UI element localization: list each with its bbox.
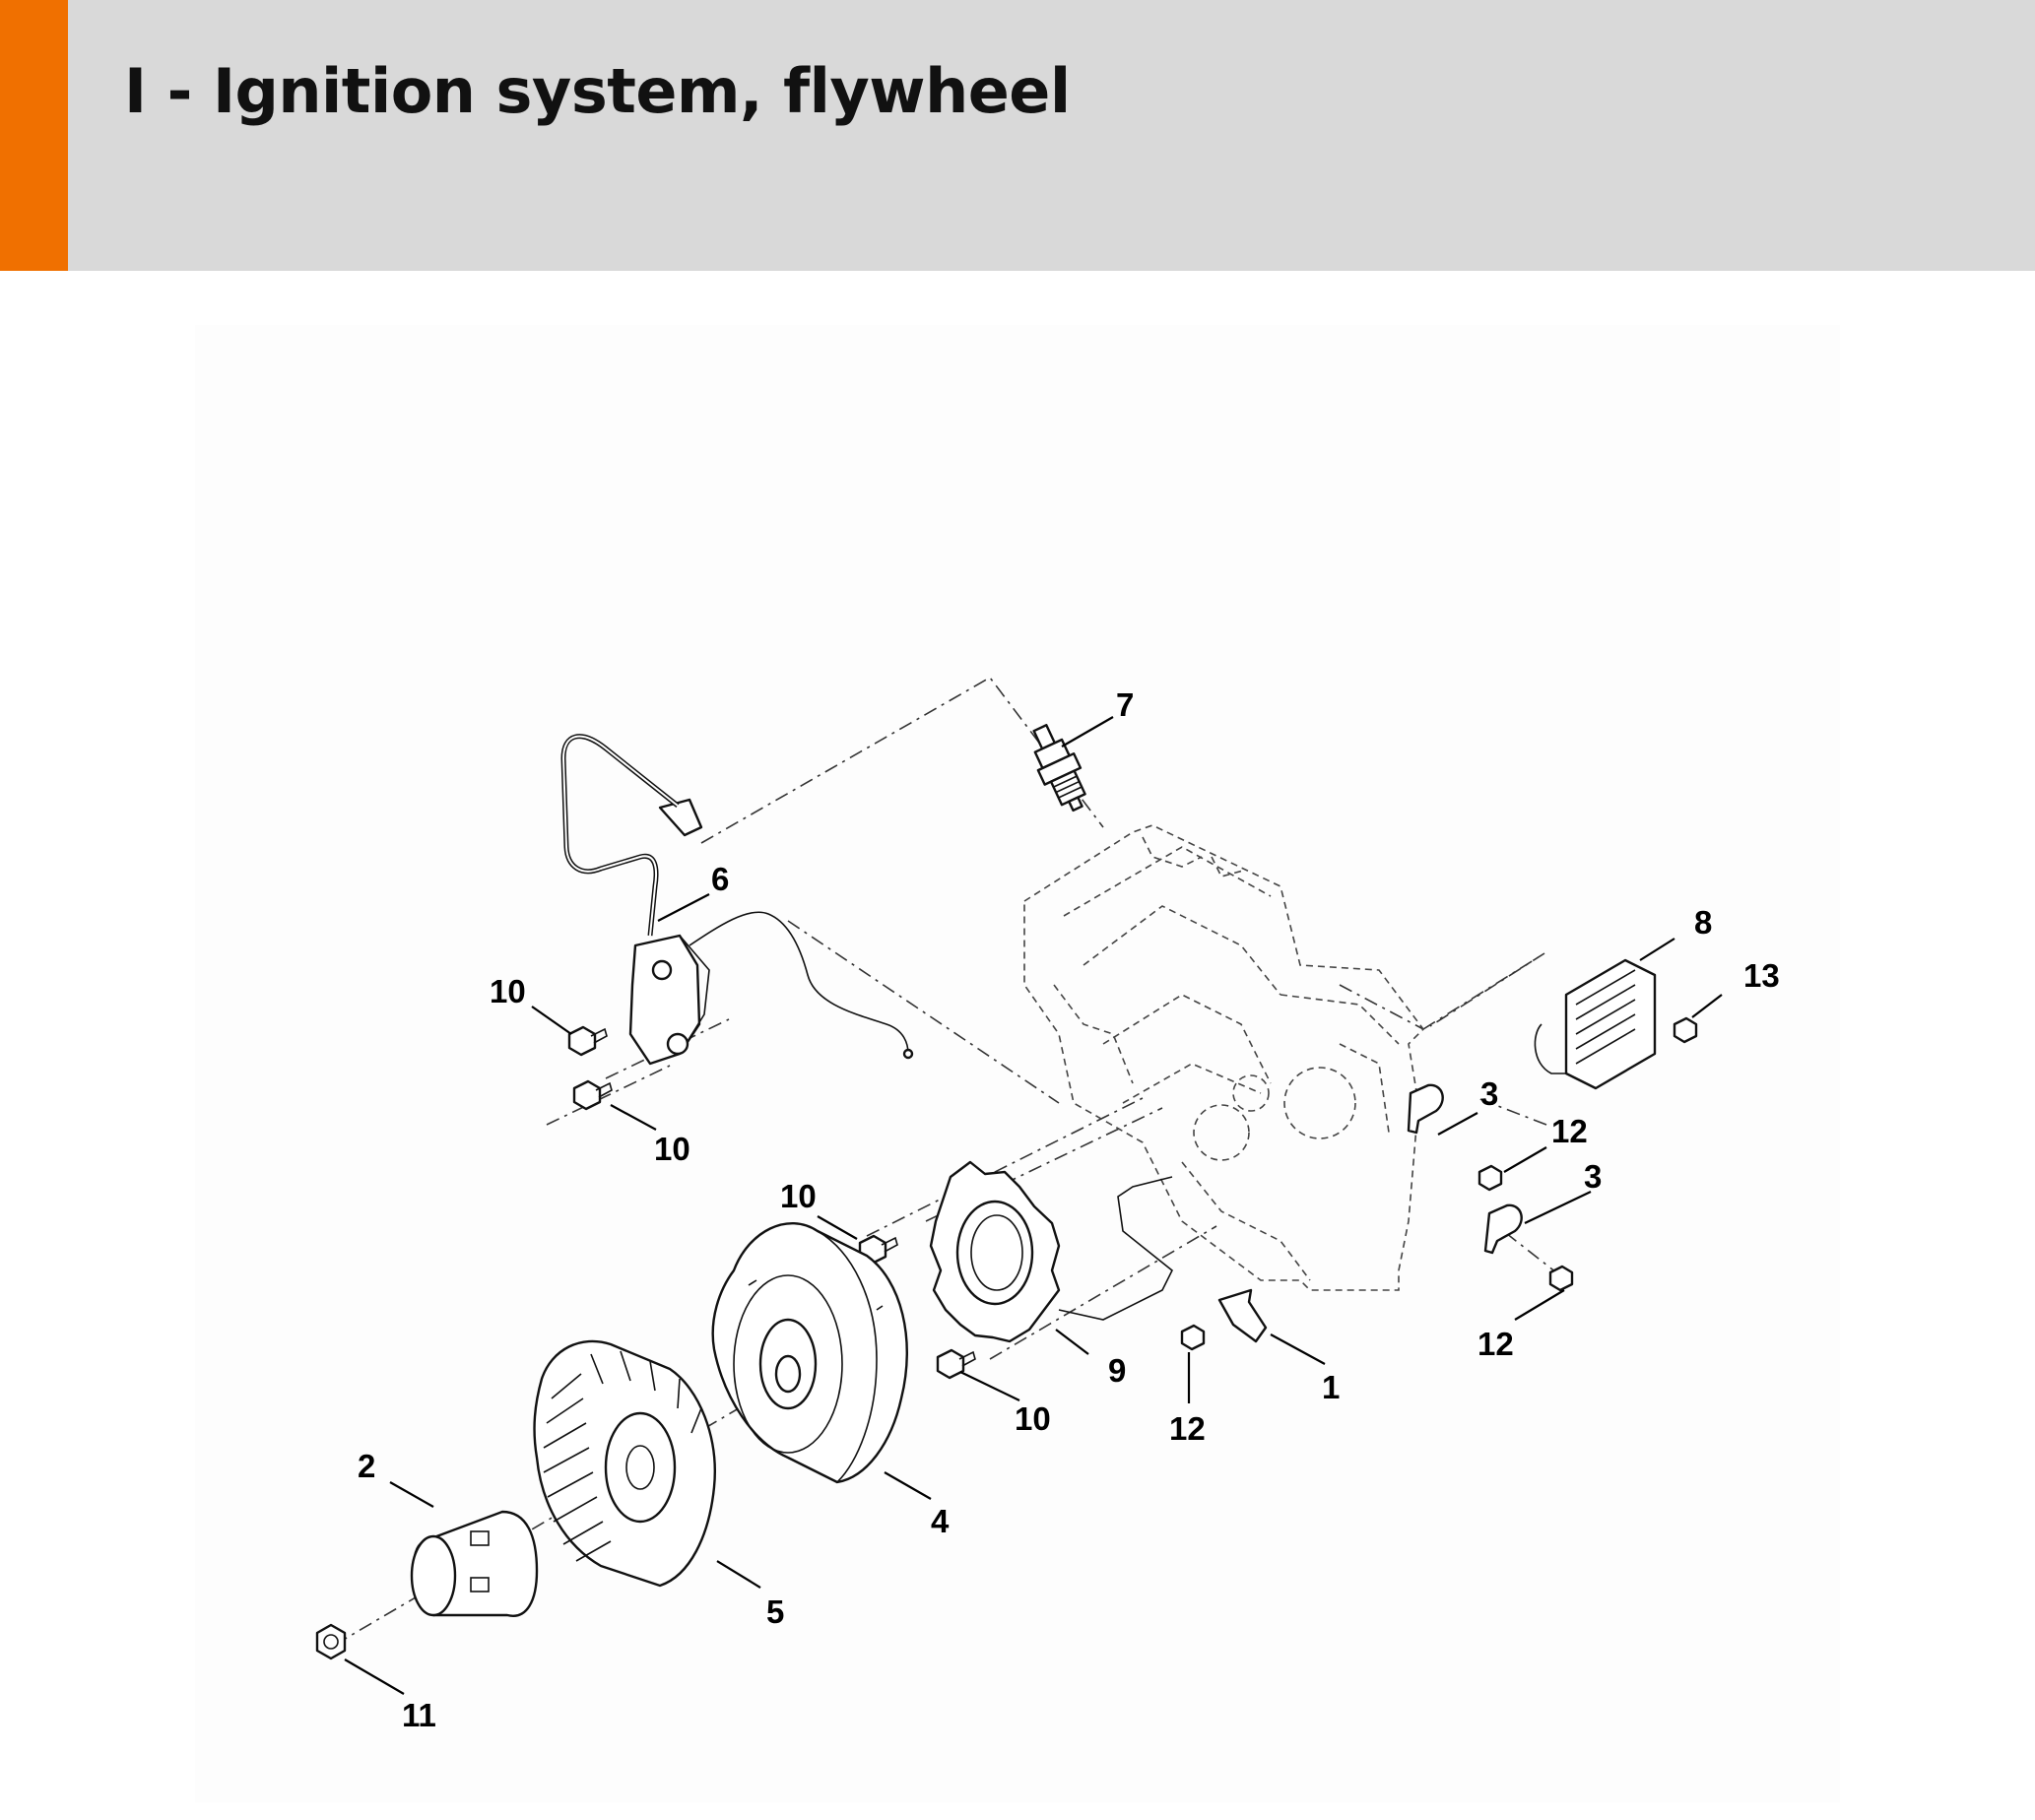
ignition-module — [560, 734, 914, 1066]
callout-numbers: 7 6 10 10 8 13 3 12 3 12 10 9 10 12 1 2 … — [358, 686, 1780, 1733]
callout-11: 11 — [402, 1697, 436, 1733]
nut — [315, 1623, 347, 1660]
callout-2: 2 — [358, 1448, 375, 1484]
clip-3a — [1407, 1083, 1444, 1135]
assembly-lines — [334, 676, 1562, 1646]
screw-10d — [936, 1348, 976, 1380]
callout-6: 6 — [711, 861, 729, 897]
callout-3b: 3 — [1584, 1158, 1602, 1195]
screw-10b — [572, 1079, 613, 1111]
bracket-1 — [1217, 1288, 1268, 1343]
screw-10a — [567, 1025, 608, 1057]
spark-plug — [1032, 724, 1086, 812]
sleeve — [410, 1510, 539, 1617]
heat-shield — [1534, 958, 1657, 1090]
accent-bar — [0, 0, 68, 271]
callout-3a: 3 — [1480, 1075, 1498, 1112]
callout-10c: 10 — [780, 1178, 817, 1214]
callout-4: 4 — [931, 1503, 950, 1539]
callout-1: 1 — [1322, 1369, 1340, 1405]
callout-10a: 10 — [490, 973, 526, 1009]
callout-5: 5 — [766, 1593, 784, 1630]
callout-12a: 12 — [1551, 1113, 1588, 1149]
stator — [929, 1160, 1174, 1343]
header: I - Ignition system, flywheel — [0, 0, 2035, 271]
screw-12b — [1548, 1265, 1574, 1292]
screw-12c — [1180, 1324, 1206, 1351]
callout-8: 8 — [1694, 904, 1712, 941]
crankcase-ghost — [1023, 824, 1425, 1291]
page-title: I - Ignition system, flywheel — [124, 55, 1071, 127]
callout-9: 9 — [1108, 1352, 1126, 1389]
callout-12c: 12 — [1169, 1410, 1206, 1447]
leader-lines — [344, 716, 1723, 1695]
fan-wheel — [533, 1339, 716, 1588]
callout-7: 7 — [1116, 686, 1134, 723]
callout-13: 13 — [1743, 957, 1780, 994]
screw-13 — [1673, 1016, 1698, 1044]
clip-3b — [1483, 1203, 1523, 1255]
callout-12b: 12 — [1477, 1326, 1514, 1362]
callout-10b: 10 — [654, 1131, 690, 1167]
screw-12a — [1477, 1164, 1503, 1192]
callout-10d: 10 — [1015, 1400, 1051, 1437]
flywheel — [711, 1221, 908, 1484]
